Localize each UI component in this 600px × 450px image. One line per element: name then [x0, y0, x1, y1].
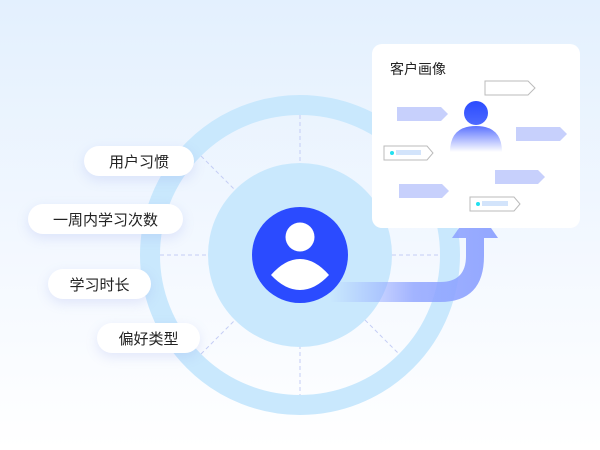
customer-profile-card: 客户画像 [372, 44, 580, 228]
profile-person-icon [450, 101, 502, 152]
label-study-duration: 学习时长 [48, 269, 151, 299]
label-preference-type: 偏好类型 [97, 323, 200, 353]
user-avatar-icon [252, 207, 348, 303]
divider-lines [160, 115, 440, 395]
card-title: 客户画像 [390, 62, 446, 78]
profile-graphic [383, 80, 567, 212]
outer-ring [140, 95, 460, 415]
label-user-habits: 用户习惯 [84, 146, 194, 176]
label-weekly-study-count: 一周内学习次数 [28, 204, 183, 234]
tag-shapes [397, 107, 567, 198]
